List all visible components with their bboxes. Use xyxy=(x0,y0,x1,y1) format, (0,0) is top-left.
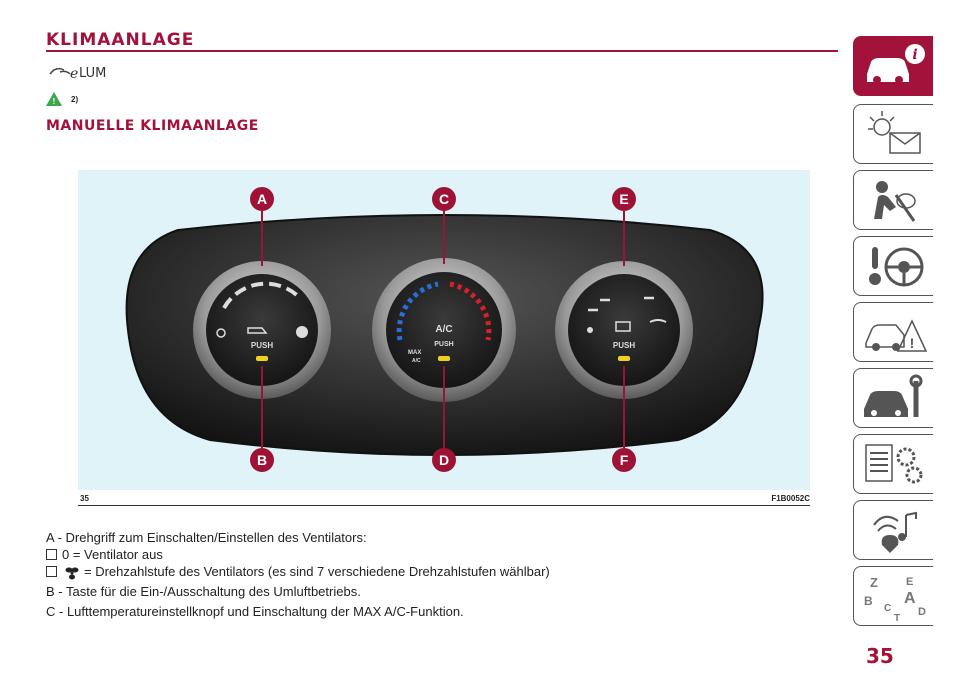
warning-icon: ! xyxy=(46,92,62,106)
climate-control-figure: PUSH A/C PUSH MAX A/C PUSH xyxy=(78,170,810,490)
svg-text:A/C: A/C xyxy=(435,324,452,335)
elum-logo-icon: e LUM xyxy=(49,66,106,82)
section-title: KLIMAANLAGE xyxy=(46,30,195,50)
svg-text:i: i xyxy=(912,47,917,63)
bullet-item-speed-text: = Drehzahlstufe des Ventilators (es sind… xyxy=(84,564,550,579)
bullet-square-icon xyxy=(46,549,57,561)
svg-text:PUSH: PUSH xyxy=(613,341,635,350)
svg-text:PUSH: PUSH xyxy=(251,341,273,350)
figure-code: F1B0052C xyxy=(771,494,810,503)
warning-reference: 2) xyxy=(71,95,79,104)
tab-multimedia[interactable] xyxy=(853,500,933,560)
description-b: B - Taste für die Ein-/Ausschaltung des … xyxy=(46,584,361,599)
tab-lights-messages[interactable] xyxy=(853,104,933,164)
lights-message-icon xyxy=(868,111,921,154)
svg-text:B: B xyxy=(257,452,267,468)
svg-text:D: D xyxy=(439,452,449,468)
svg-text:!: ! xyxy=(53,97,56,106)
callout-B: B xyxy=(250,448,274,472)
callout-C: C xyxy=(432,187,456,211)
tab-car-info[interactable]: i xyxy=(853,36,933,96)
description-c: C - Lufttemperatureinstellknopf und Eins… xyxy=(46,604,464,619)
car-service-tools-icon xyxy=(864,374,923,417)
svg-text:MAX: MAX xyxy=(408,350,421,356)
figure-number: 35 xyxy=(80,494,89,503)
safety-airbag-icon xyxy=(874,181,916,222)
svg-text:!: ! xyxy=(910,335,915,351)
bullet-item-off-text: 0 = Ventilator aus xyxy=(62,547,163,562)
tab-technical-data[interactable] xyxy=(853,434,933,494)
svg-text:F: F xyxy=(620,452,629,468)
index-letter-d: D xyxy=(918,606,926,618)
svg-text:A: A xyxy=(257,191,267,207)
bullet-item-off: 0 = Ventilator aus xyxy=(46,547,163,562)
list-gears-icon xyxy=(865,444,923,484)
figure-divider xyxy=(78,505,810,506)
alphabet-index-icon: Z E B A C D T xyxy=(864,575,926,623)
index-letter-t: T xyxy=(894,613,900,623)
callout-E: E xyxy=(612,187,636,211)
tab-starting-driving[interactable] xyxy=(853,236,933,296)
callout-A: A xyxy=(250,187,274,211)
svg-text:PUSH: PUSH xyxy=(434,341,453,348)
svg-text:e: e xyxy=(70,66,78,82)
car-info-icon: i xyxy=(867,44,925,84)
steering-wheel-icon xyxy=(869,247,924,287)
air-distribution-knob[interactable]: PUSH xyxy=(555,261,693,399)
svg-text:LUM: LUM xyxy=(79,66,106,81)
tab-safety[interactable] xyxy=(853,170,933,230)
index-letter-z: Z xyxy=(870,575,878,590)
index-letter-e: E xyxy=(906,576,913,588)
index-letter-a: A xyxy=(904,590,916,607)
page-number: 35 xyxy=(866,644,894,668)
tab-maintenance[interactable] xyxy=(853,368,933,428)
svg-text:C: C xyxy=(439,191,449,207)
svg-text:E: E xyxy=(619,191,628,207)
multimedia-music-icon xyxy=(873,511,917,553)
callout-D: D xyxy=(432,448,456,472)
temperature-knob[interactable]: A/C PUSH MAX A/C xyxy=(372,258,516,402)
fan-speed-knob[interactable]: PUSH xyxy=(193,261,331,399)
svg-text:A/C: A/C xyxy=(412,358,421,364)
tab-index[interactable]: Z E B A C D T xyxy=(853,566,933,626)
description-a: A - Drehgriff zum Einschalten/Einstellen… xyxy=(46,530,367,545)
tab-emergency[interactable]: ! xyxy=(853,302,933,362)
bullet-square-icon xyxy=(46,566,57,578)
index-letter-b: B xyxy=(864,594,873,608)
fan-icon xyxy=(65,567,79,580)
subsection-title: MANUELLE KLIMAANLAGE xyxy=(46,118,259,134)
index-letter-c: C xyxy=(884,603,891,614)
car-crash-warning-icon: ! xyxy=(865,319,928,352)
climate-panel-illustration: PUSH A/C PUSH MAX A/C PUSH xyxy=(125,187,764,472)
title-divider xyxy=(46,50,838,52)
callout-F: F xyxy=(612,448,636,472)
bullet-item-speed: = Drehzahlstufe des Ventilators (es sind… xyxy=(46,564,550,580)
